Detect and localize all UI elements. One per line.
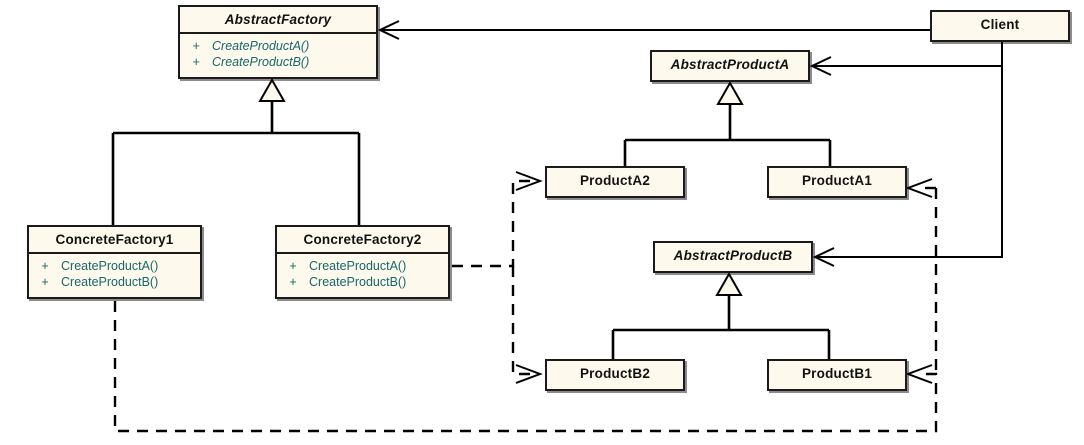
class-box-abstract-product-a[interactable]: AbstractProductA	[650, 50, 810, 82]
class-member: + CreateProductB()	[180, 54, 376, 70]
member-visibility: +	[41, 275, 49, 289]
edge-client-to-abstractproducta[interactable]	[809, 42, 1003, 76]
member-visibility: +	[41, 259, 49, 273]
edge-concretefactory2-to-products2[interactable]	[452, 171, 543, 384]
class-box-abstract-factory[interactable]: AbstractFactory + CreateProductA() + Cre…	[178, 5, 378, 79]
member-visibility: +	[289, 259, 297, 273]
class-member: + CreateProductA()	[180, 38, 376, 54]
class-member: + CreateProductB()	[29, 274, 200, 290]
edge-concretefactory1-to-products1[interactable]	[113, 178, 938, 433]
class-name-product-a1: ProductA1	[801, 173, 873, 188]
class-name-product-b1: ProductB1	[801, 366, 873, 381]
class-divider	[180, 32, 376, 34]
open-arrowhead-icon	[905, 364, 933, 384]
member-visibility: +	[289, 275, 297, 289]
class-name-product-b2: ProductB2	[579, 366, 651, 381]
class-members-concrete-factory-1: + CreateProductA() + CreateProductB()	[29, 254, 200, 295]
edge-productsa-to-abstractproducta[interactable]	[623, 80, 832, 166]
class-box-product-a2[interactable]: ProductA2	[545, 166, 685, 198]
edge-client-to-abstractfactory[interactable]	[377, 20, 930, 40]
class-box-product-b2[interactable]: ProductB2	[545, 359, 685, 391]
open-arrowhead-icon	[809, 56, 832, 76]
class-box-abstract-product-b[interactable]: AbstractProductB	[653, 241, 813, 273]
open-arrowhead-icon	[377, 20, 400, 40]
class-name-abstract-product-b: AbstractProductB	[673, 248, 793, 263]
hollow-triangle-arrowhead-icon	[715, 271, 743, 296]
open-arrowhead-icon	[515, 171, 543, 191]
class-box-product-b1[interactable]: ProductB1	[767, 359, 907, 391]
class-name-abstract-product-a: AbstractProductA	[670, 57, 790, 72]
member-signature: CreateProductA()	[309, 259, 407, 273]
hollow-triangle-arrowhead-icon	[716, 80, 744, 105]
member-signature: CreateProductB()	[61, 275, 159, 289]
class-member: + CreateProductA()	[29, 258, 200, 274]
class-box-product-a1[interactable]: ProductA1	[767, 166, 907, 198]
open-arrowhead-icon	[905, 178, 933, 198]
member-signature: CreateProductA()	[212, 39, 310, 53]
class-divider	[29, 252, 200, 254]
open-arrowhead-icon	[812, 247, 835, 267]
class-members-abstract-factory: + CreateProductA() + CreateProductB()	[180, 34, 376, 75]
member-visibility: +	[192, 55, 200, 69]
member-signature: CreateProductA()	[61, 259, 159, 273]
edge-client-to-abstractproductb[interactable]	[812, 66, 1003, 267]
class-members-concrete-factory-2: + CreateProductA() + CreateProductB()	[277, 254, 448, 295]
class-member: + CreateProductB()	[277, 274, 448, 290]
class-box-concrete-factory-2[interactable]: ConcreteFactory2 + CreateProductA() + Cr…	[275, 225, 450, 299]
class-divider	[277, 252, 448, 254]
member-visibility: +	[192, 39, 200, 53]
class-name-product-a2: ProductA2	[579, 173, 651, 188]
class-member: + CreateProductA()	[277, 258, 448, 274]
class-box-client[interactable]: Client	[930, 10, 1070, 42]
class-box-concrete-factory-1[interactable]: ConcreteFactory1 + CreateProductA() + Cr…	[27, 225, 202, 299]
edge-productsb-to-abstractproductb[interactable]	[611, 271, 831, 359]
member-signature: CreateProductB()	[212, 55, 310, 69]
hollow-triangle-arrowhead-icon	[258, 77, 286, 102]
edge-concretefactories-to-abstractfactory[interactable]	[111, 77, 361, 225]
class-name-concrete-factory-1: ConcreteFactory1	[55, 232, 174, 247]
class-name-abstract-factory: AbstractFactory	[224, 12, 332, 27]
open-arrowhead-icon	[515, 364, 543, 384]
class-name-client: Client	[980, 17, 1020, 32]
member-signature: CreateProductB()	[309, 275, 407, 289]
class-name-concrete-factory-2: ConcreteFactory2	[303, 232, 422, 247]
